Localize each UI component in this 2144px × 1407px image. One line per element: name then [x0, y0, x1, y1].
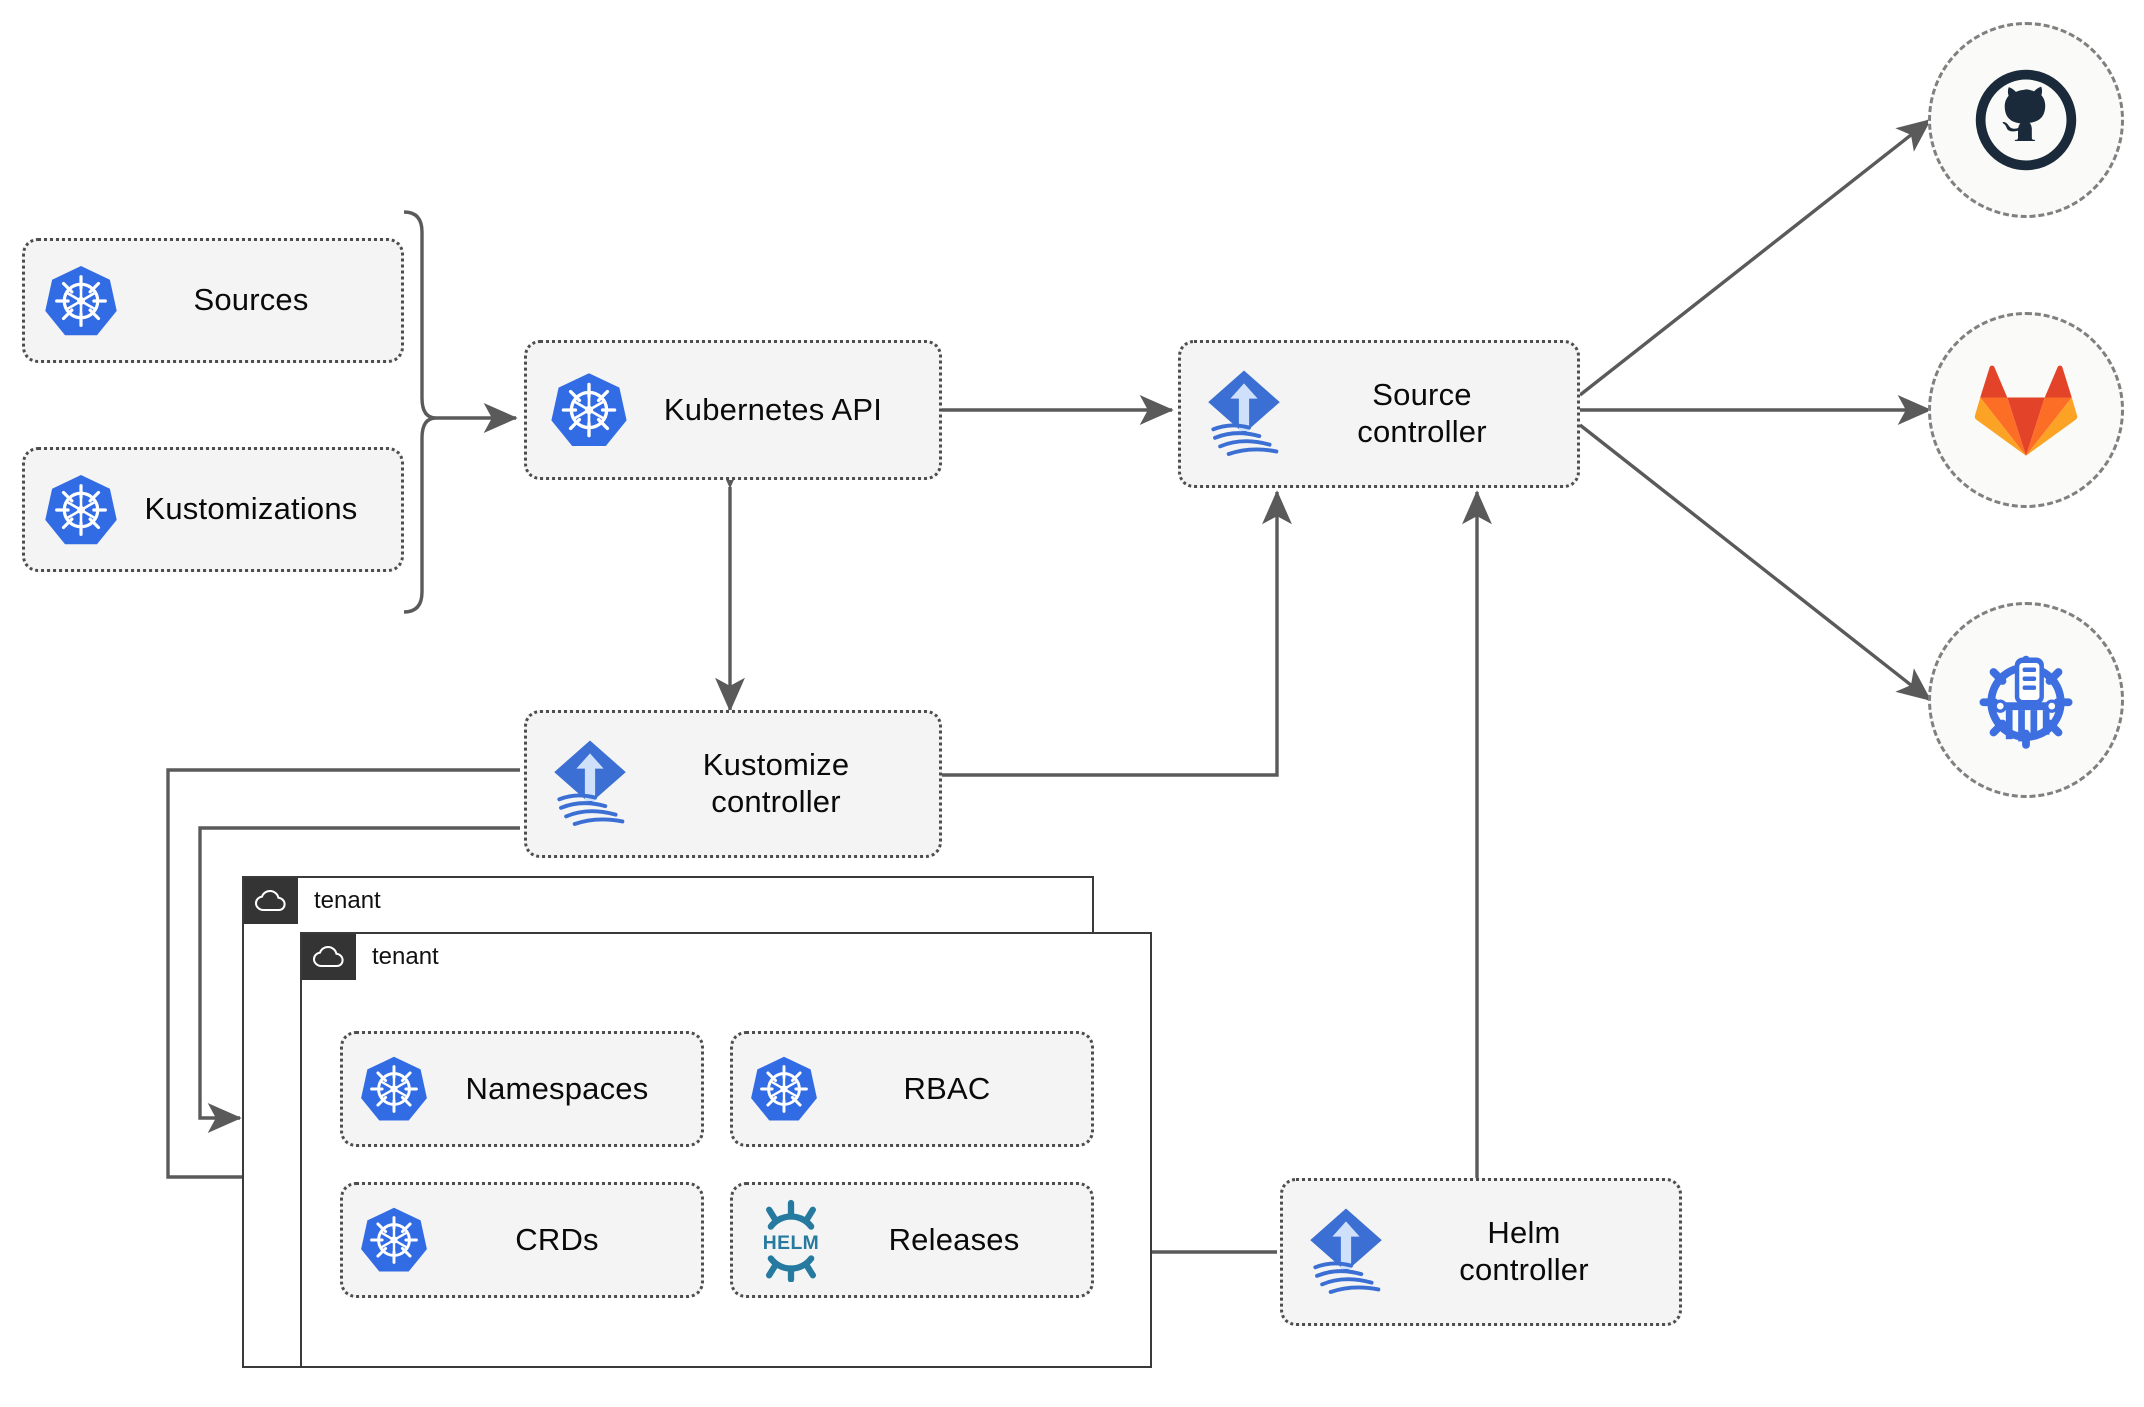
provider-gitlab[interactable]	[1928, 312, 2124, 508]
gitlab-icon	[1974, 365, 2078, 456]
node-kubernetes-api[interactable]: Kubernetes API	[524, 340, 942, 480]
helm-icon: HELM	[749, 1198, 833, 1282]
node-label: Sources	[193, 282, 309, 318]
cloud-icon	[302, 934, 356, 980]
tenant-label: tenant	[314, 887, 381, 914]
helm-registry-icon	[1979, 655, 2073, 749]
node-label: Helm controller	[1459, 1215, 1589, 1287]
kubernetes-icon	[359, 1205, 429, 1275]
github-icon	[1975, 69, 2077, 171]
node-namespaces[interactable]: Namespaces	[340, 1031, 704, 1147]
tenant-header: tenant	[302, 934, 439, 980]
cloud-icon	[244, 878, 298, 924]
tenant-header: tenant	[244, 878, 381, 924]
tenant-container-inner: tenant	[300, 932, 1152, 1368]
flux-icon	[547, 738, 633, 830]
node-label: CRDs	[515, 1221, 599, 1257]
kubernetes-icon	[359, 1054, 429, 1124]
kubernetes-icon	[549, 370, 629, 450]
node-label: Kubernetes API	[663, 391, 883, 427]
node-rbac[interactable]: RBAC	[730, 1031, 1094, 1147]
provider-chart-repository[interactable]	[1928, 602, 2124, 798]
provider-github[interactable]	[1928, 22, 2124, 218]
node-label: Source controller	[1357, 377, 1487, 449]
node-releases[interactable]: HELM Releases	[730, 1182, 1094, 1298]
node-label: Kustomize controller	[702, 747, 850, 819]
node-label: RBAC	[903, 1070, 991, 1106]
node-helm-controller[interactable]: Helm controller	[1280, 1178, 1682, 1326]
kubernetes-icon	[43, 472, 119, 548]
kubernetes-icon	[749, 1054, 819, 1124]
kubernetes-icon	[43, 263, 119, 339]
node-sources[interactable]: Sources	[22, 238, 404, 363]
flux-icon	[1201, 368, 1287, 460]
node-kustomizations[interactable]: Kustomizations	[22, 447, 404, 572]
svg-text:HELM: HELM	[763, 1233, 819, 1254]
tenant-label: tenant	[372, 943, 439, 970]
flux-icon	[1303, 1206, 1389, 1298]
node-source-controller[interactable]: Source controller	[1178, 340, 1580, 488]
node-label: Kustomizations	[144, 491, 358, 527]
node-kustomize-controller[interactable]: Kustomize controller	[524, 710, 942, 858]
node-label: Releases	[888, 1221, 1020, 1257]
node-label: Namespaces	[465, 1070, 649, 1106]
node-crds[interactable]: CRDs	[340, 1182, 704, 1298]
